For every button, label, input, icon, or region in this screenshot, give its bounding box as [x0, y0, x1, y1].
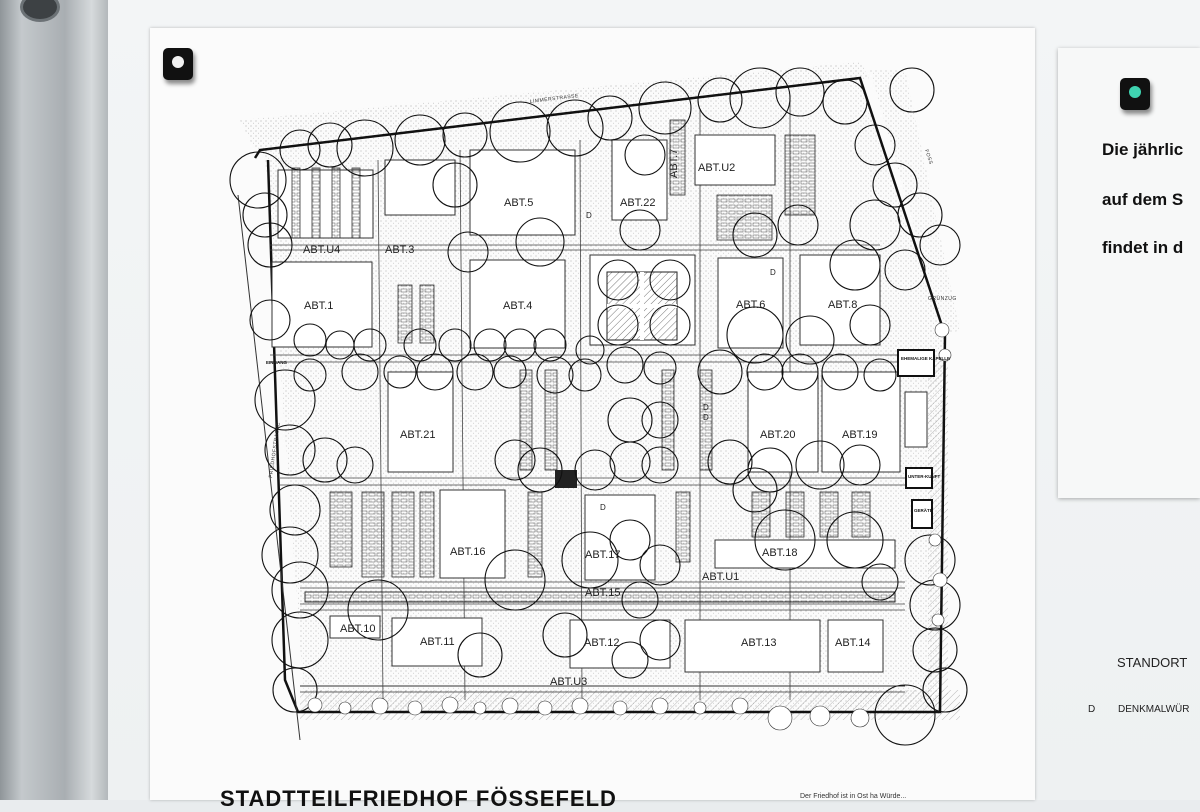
section-label: ABT.U4 — [303, 244, 340, 256]
chapel-label: EHEMALIGE KAPELLE — [901, 356, 950, 361]
section-label: ABT.U2 — [698, 162, 735, 174]
legend-d-text: DENKMALWÜR — [1118, 704, 1190, 715]
svg-text:D: D — [600, 503, 606, 512]
monument-markers: D D D D D — [586, 211, 776, 512]
section-label: ABT.1 — [304, 300, 333, 312]
west-street-edge — [237, 194, 301, 741]
shelter-label: UNTER-KUNFT — [908, 474, 940, 479]
central-plaza — [606, 271, 678, 341]
svg-text:D: D — [770, 268, 776, 277]
section-label: ABT.13 — [741, 637, 776, 649]
section-label: ABT.15 — [585, 587, 620, 599]
section-label: ABT.18 — [762, 547, 797, 559]
shelter-building — [905, 467, 933, 489]
svg-text:D: D — [703, 413, 709, 422]
chapel-building — [897, 349, 935, 377]
notice-paper: Die jährlic auf dem S findet in d — [1058, 48, 1200, 498]
cemetery-boundary — [253, 76, 947, 714]
notice-line-2: auf dem S — [1102, 190, 1184, 209]
section-label: ABT.14 — [835, 637, 870, 649]
metal-frame — [0, 0, 108, 800]
legend-standort: STANDORT — [1117, 655, 1188, 670]
notice-line-1: Die jährlic — [1102, 140, 1184, 159]
equipment-building — [911, 499, 933, 529]
tree-canopies — [229, 67, 968, 746]
section-label: ABT.7 — [668, 149, 680, 178]
north-street-label: LIMMERSTRASSE — [530, 93, 580, 105]
svg-text:D: D — [586, 211, 592, 220]
section-label: ABT.21 — [400, 429, 435, 441]
shrubs-south — [307, 322, 952, 731]
section-label: ABT.22 — [620, 197, 655, 209]
pin-head-teal — [1129, 86, 1141, 98]
poster-footnote: Der Friedhof ist in Ost ha Würde... — [800, 793, 907, 800]
section-label: ABT.10 — [340, 623, 375, 635]
push-pin — [163, 48, 193, 80]
grave-rows — [291, 119, 871, 578]
section-label: ABT.20 — [760, 429, 795, 441]
monument-square — [555, 470, 577, 488]
section-label: ABT.12 — [584, 637, 619, 649]
east-street-label: FOSS — [923, 149, 934, 166]
west-street-label: FRIEDHOFSTRASSE — [268, 421, 282, 478]
equipment-label: GERÄTE — [914, 507, 933, 513]
entrance-label: EINGANG — [266, 360, 288, 365]
section-label: ABT.11 — [420, 636, 455, 648]
section-label: ABT.19 — [842, 429, 877, 441]
section-blocks — [271, 134, 901, 673]
section-label: ABT.U3 — [550, 676, 587, 688]
section-labels: ABT.U4 ABT.3 ABT.5 ABT.22 ABT.7 ABT.U2 A… — [303, 149, 877, 688]
svg-text:D: D — [703, 403, 709, 412]
push-pin — [1120, 78, 1150, 110]
section-label: ABT.6 — [736, 299, 765, 311]
section-label: ABT.3 — [385, 244, 414, 256]
section-label: ABT.5 — [504, 197, 533, 209]
poster-title: STADTTEILFRIEDHOF FÖSSEFELD — [220, 786, 617, 811]
section-label: ABT.U1 — [702, 571, 739, 583]
legend-d-symbol: D — [1088, 704, 1096, 715]
notice-line-3: findet in d — [1102, 238, 1184, 257]
section-label: ABT.8 — [828, 299, 857, 311]
section-label: ABT.17 — [585, 549, 620, 561]
frame-screw — [20, 0, 60, 22]
section-label: ABT.4 — [503, 300, 532, 312]
pin-head-white — [172, 56, 184, 68]
greenway-label: GRÜNZUG — [928, 295, 957, 302]
section-label: ABT.16 — [450, 546, 485, 558]
